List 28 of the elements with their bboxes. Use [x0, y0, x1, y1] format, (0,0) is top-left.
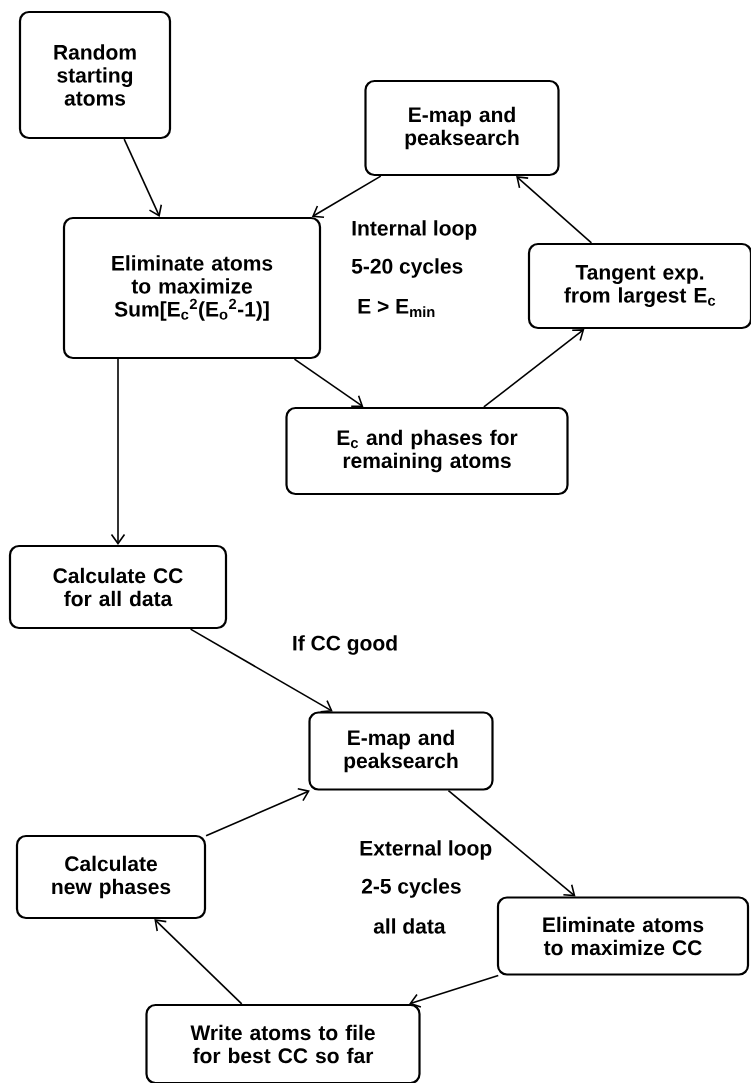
process-box: E$_{c}$ and phases for remaining atoms	[285, 406, 569, 496]
loop-note: External loop	[360, 840, 492, 860]
loop-note: 5-20 cycles	[351, 258, 463, 278]
edge-label: If CC good	[293, 635, 397, 655]
loop-note: E > E$_{min}$	[358, 299, 435, 317]
arrow	[189, 628, 333, 713]
arrow	[293, 358, 364, 408]
arrow	[311, 175, 382, 218]
process-box: Random starting atoms	[18, 10, 172, 140]
arrow	[447, 789, 576, 897]
arrow	[516, 176, 593, 244]
loop-note: 2-5 cycles	[361, 878, 461, 898]
process-box: Calculate CC for all data	[8, 544, 228, 630]
process-box: Calculate new phases	[15, 834, 207, 920]
process-box: Eliminate atoms to maximize CC	[496, 896, 750, 976]
arrow	[205, 788, 310, 837]
process-box: E-map and peaksearch	[364, 79, 560, 177]
loop-note: all data	[373, 918, 446, 934]
arrow	[409, 974, 500, 1008]
process-box: Tangent exp. from largest E$_{c}$	[527, 242, 751, 330]
arrow	[154, 919, 243, 1005]
arrow	[483, 329, 585, 408]
arrow	[123, 138, 163, 217]
process-box: Eliminate atoms to maximize Sum[E$_{c}$$^{2}$(E$_{o}$$^{2}$-1)]	[62, 216, 322, 360]
process-box: Write atoms to file for best CC so far	[145, 1003, 421, 1083]
arrow	[110, 358, 126, 545]
process-box: E-map and peaksearch	[308, 711, 494, 791]
loop-note: Internal loop	[352, 220, 477, 240]
